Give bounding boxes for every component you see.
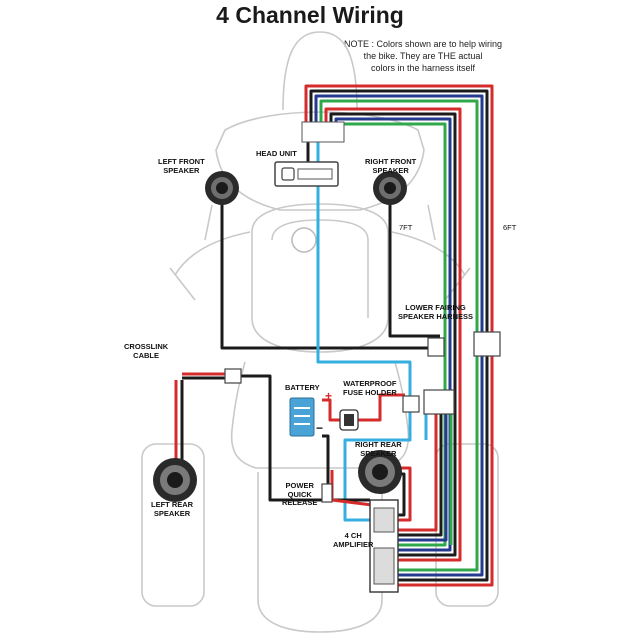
- gauge-icon: [291, 227, 317, 253]
- note-line: colors in the harness itself: [370, 63, 476, 73]
- label-four-ch-amplifier: 4 CH AMPLIFIER: [333, 531, 374, 549]
- power-quick-release-connector: [321, 483, 333, 503]
- label-line: RIGHT FRONT: [365, 157, 417, 166]
- label-six-ft: 6FT: [503, 223, 517, 232]
- label-line: QUICK: [287, 489, 312, 499]
- label-line: POWER: [285, 481, 314, 490]
- fuse-icon: [344, 414, 354, 426]
- page-title: 4 Channel Wiring: [216, 2, 404, 28]
- crosslink-connector: [224, 368, 242, 384]
- six-ft-harness-connector: [473, 331, 501, 357]
- wire-harness: [174, 84, 494, 587]
- label-right-front-speaker: RIGHT FRONT SPEAKER: [365, 157, 417, 175]
- color-note: NOTE : Colors shown are to help wiring t…: [338, 38, 508, 74]
- label-line: CROSSLINK: [124, 342, 169, 351]
- label-battery: BATTERY: [285, 383, 320, 392]
- note-line: the bike. They are THE actual: [363, 51, 483, 61]
- label-left-front-speaker: LEFT FRONT SPEAKER: [158, 157, 205, 175]
- small-connector: [402, 395, 420, 413]
- right-front-speaker-icon: [373, 171, 407, 205]
- label-line: SPEAKER HARNESS: [398, 311, 474, 321]
- right-rear-speaker-icon: [358, 450, 402, 494]
- label-line: LEFT REAR: [151, 500, 194, 509]
- label-line: RELEASE: [282, 498, 318, 507]
- label-line: SPEAKER: [163, 165, 200, 175]
- label-waterproof-fuse-holder: WATERPROOF FUSE HOLDER: [343, 379, 397, 397]
- battery-negative-sign: −: [316, 421, 324, 435]
- label-line: CABLE: [133, 350, 159, 360]
- label-line: SPEAKER: [372, 165, 409, 175]
- left-rear-speaker-icon: [153, 458, 197, 502]
- head-unit-knob: [281, 167, 295, 181]
- label-head-unit: HEAD UNIT: [256, 149, 297, 158]
- head-unit-display: [297, 168, 333, 180]
- label-line: LEFT FRONT: [158, 157, 205, 166]
- left-front-speaker-icon: [205, 171, 239, 205]
- label-line: RIGHT REAR: [355, 440, 402, 449]
- label-line: SPEAKER: [153, 508, 191, 518]
- label-line: AMPLIFIER: [333, 539, 374, 549]
- label-lower-fairing-harness: LOWER FAIRING SPEAKER HARNESS: [398, 303, 474, 321]
- label-line: WATERPROOF: [343, 379, 397, 388]
- head-unit-connector: [301, 121, 345, 143]
- fairing-plug: [427, 337, 445, 357]
- label-right-rear-speaker: RIGHT REAR SPEAKER: [355, 440, 402, 458]
- battery-positive-sign: +: [325, 389, 333, 403]
- label-left-rear-speaker: LEFT REAR SPEAKER: [151, 500, 194, 518]
- label-line: 4 CH: [344, 531, 362, 540]
- note-line: NOTE : Colors shown are to help wiring: [343, 39, 503, 49]
- label-line: LOWER FAIRING: [405, 303, 466, 312]
- label-seven-ft: 7FT: [399, 223, 413, 232]
- label-crosslink-cable: CROSSLINK CABLE: [124, 342, 169, 360]
- label-power-quick-release: POWER QUICK RELEASE: [282, 481, 318, 508]
- lower-fairing-connector: [423, 389, 455, 415]
- label-line: SPEAKER: [360, 448, 397, 458]
- head-unit-icon: [274, 161, 339, 187]
- label-line: FUSE HOLDER: [343, 387, 397, 397]
